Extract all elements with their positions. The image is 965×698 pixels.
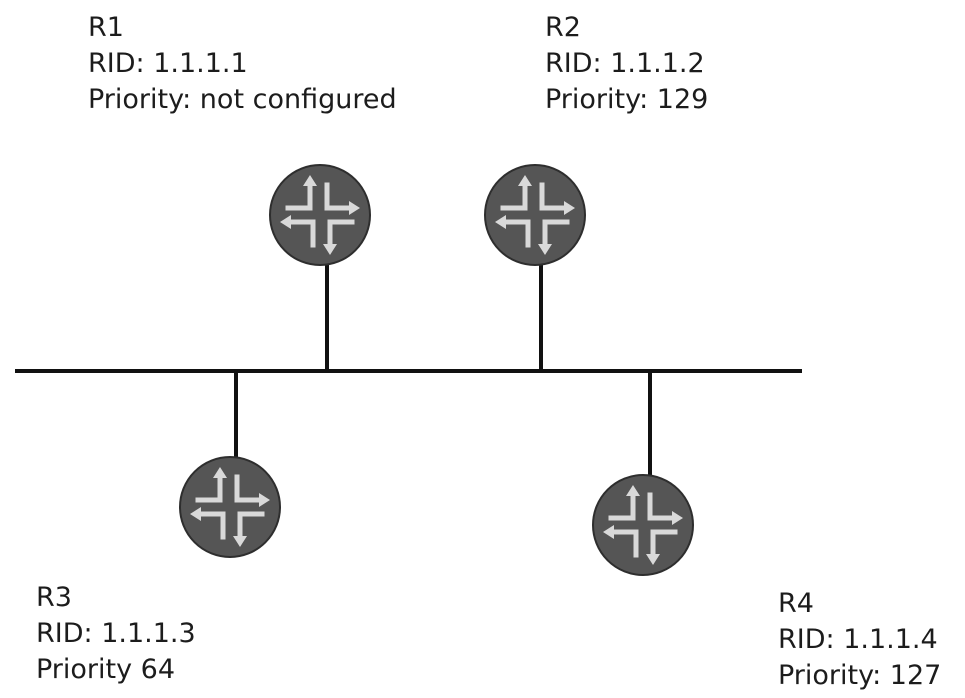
router-name: R1 [88, 12, 124, 43]
router-name: R2 [545, 12, 581, 43]
router-icon [180, 457, 280, 557]
router-r4-label: R4 RID: 1.1.1.4 Priority: 127 [778, 586, 941, 694]
router-priority: Priority 64 [36, 654, 176, 685]
router-r1-label: R1 RID: 1.1.1.1 Priority: not configured [88, 10, 397, 118]
router-rid: RID: 1.1.1.1 [88, 48, 248, 79]
router-icon [485, 165, 585, 265]
router-name: R3 [36, 582, 72, 613]
router-priority: Priority: 127 [778, 660, 942, 691]
router-icon [593, 475, 693, 575]
router-rid: RID: 1.1.1.4 [778, 624, 938, 655]
router-rid: RID: 1.1.1.3 [36, 618, 196, 649]
router-priority: Priority: not configured [88, 84, 397, 115]
router-icon [270, 165, 370, 265]
router-r2-label: R2 RID: 1.1.1.2 Priority: 129 [545, 10, 708, 118]
router-name: R4 [778, 588, 814, 619]
router-priority: Priority: 129 [545, 84, 709, 115]
router-r3-label: R3 RID: 1.1.1.3 Priority 64 [36, 580, 196, 688]
router-rid: RID: 1.1.1.2 [545, 48, 705, 79]
